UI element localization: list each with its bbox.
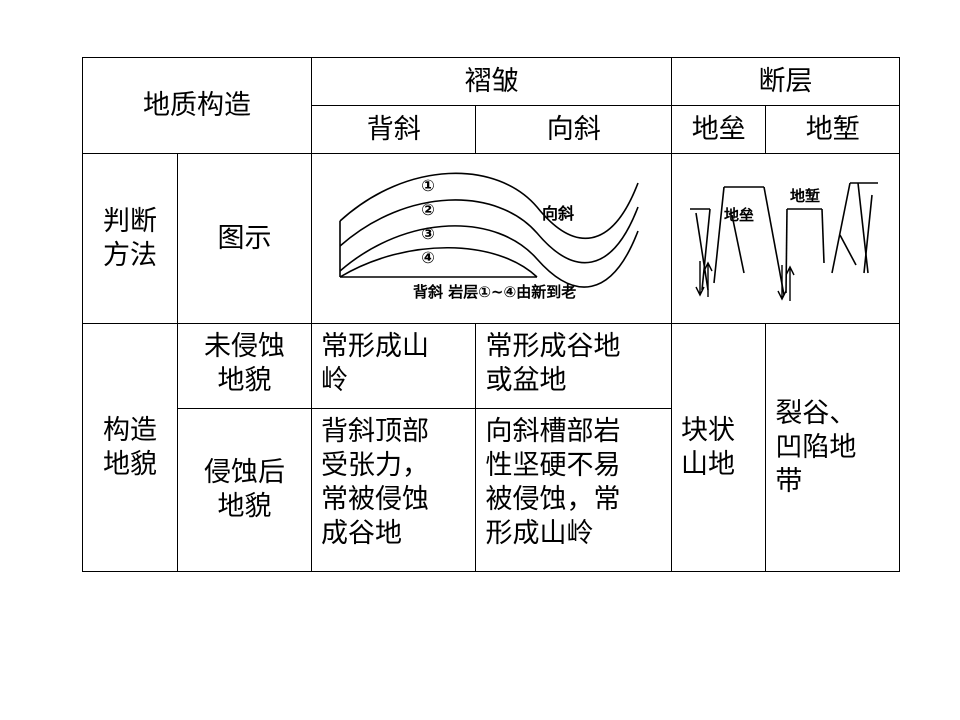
fold-layer-line [339,246,538,278]
landform-label: 构造 地貌 [82,323,178,572]
uneroded-anticline: 常形成山 岭 [310,323,477,409]
eroded-label: 侵蚀后 地貌 [177,408,312,572]
header-horst: 地垒 [670,105,767,154]
fault-line [731,214,745,273]
header-geo-structure: 地质构造 [82,57,312,154]
fault-line [713,186,725,283]
fault-line [831,182,851,273]
layer-3-label: ③ [421,224,435,243]
header-syncline: 向斜 [475,105,672,154]
fold-caption: 背斜 岩层①~④由新到老 [413,283,576,301]
fault-line [857,182,869,273]
layer-4-label: ④ [421,248,435,267]
row-judge-method: 判断 方法 图示 ① ② ③ ④ 向斜 背斜 岩层① [82,153,900,324]
graben-landform: 裂谷、 凹陷地 带 [765,323,900,572]
horst-diagram-label: 地垒 [724,206,754,224]
row-eroded: 侵蚀后 地貌 背斜顶部 受张力， 常被侵蚀 成谷地 向斜槽部岩 性坚硬不易 被侵… [83,408,900,572]
fault-line [763,186,785,295]
fold-layer-line [339,198,639,263]
arrow-down-icon [777,264,787,301]
syncline-diagram-label: 向斜 [542,204,574,223]
header-fault: 断层 [671,57,900,106]
arrow-up-icon [703,260,713,297]
header-anticline: 背斜 [310,105,477,154]
fold-layer-line [339,172,639,239]
judge-method-label: 判断 方法 [82,153,178,324]
header-row-1: 地质构造 褶皱 断层 [82,57,900,154]
fault-line [839,234,857,265]
diagram-label: 图示 [177,153,312,324]
row-uneroded: 构造 地貌 未侵蚀 地貌 常形成山 岭 常形成谷地 或盆地 块状 山地 裂谷、 … [82,323,900,572]
fault-line [785,208,788,293]
fold-layer-line [339,224,639,288]
fault-line [695,212,709,290]
fold-diagram: ① ② ③ ④ 向斜 背斜 岩层①~④由新到老 [339,172,639,301]
layer-1-label: ① [421,176,435,195]
fault-line [863,194,873,273]
layer-2-label: ② [421,200,435,219]
fold-diagram-cell: ① ② ③ ④ 向斜 背斜 岩层①~④由新到老 [311,153,672,324]
arrow-down-icon [695,260,705,297]
eroded-syncline: 向斜槽部岩 性坚硬不易 被侵蚀，常 形成山岭 [475,408,672,572]
eroded-anticline: 背斜顶部 受张力， 常被侵蚀 成谷地 [310,408,477,572]
header-graben: 地堑 [765,105,900,154]
geologic-structure-table: 地质构造 褶皱 断层 背斜 向斜 地垒 地堑 判断 方法 图示 ① [82,57,900,572]
uneroded-label: 未侵蚀 地貌 [177,323,312,409]
fault-line [821,208,825,263]
fault-diagram: 地垒 地堑 [690,181,878,301]
arrow-up-icon [785,264,795,301]
fault-line [701,208,711,290]
header-fold: 褶皱 [311,57,672,106]
graben-diagram-label: 地堑 [790,187,820,205]
uneroded-syncline: 常形成谷地 或盆地 [475,323,672,409]
horst-landform: 块状 山地 [670,323,767,572]
fault-diagram-cell: 地垒 地堑 [671,153,900,324]
